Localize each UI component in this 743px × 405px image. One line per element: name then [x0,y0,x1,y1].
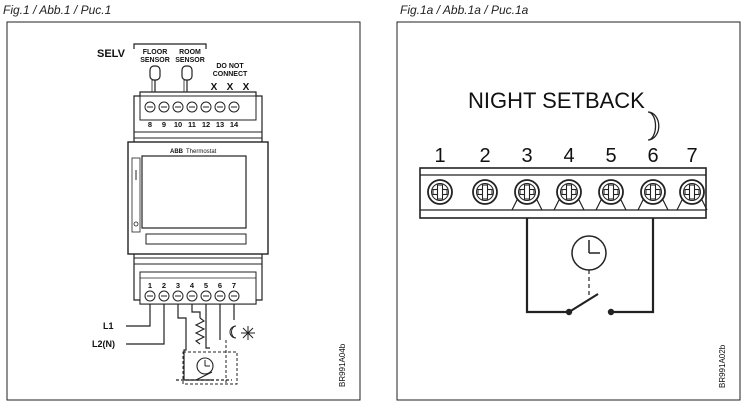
top-terminal-screw [186,101,198,113]
device-display [141,155,247,229]
figure-left-frame [6,21,361,401]
bottom-terminal-screw [144,290,156,302]
bottom-terminal-screw [214,290,226,302]
do-not-connect-label-1: DO NOT [216,63,244,70]
timer-clock-icon [571,235,607,271]
moon-icon [229,325,237,339]
right-terminal-3-label: 3 [521,145,532,167]
bottom-terminal-screw [200,290,212,302]
bottom-terminal-screw [158,290,170,302]
bottom-terminal-screws [144,290,240,302]
left-timer-switch [182,340,238,385]
figure-right-frame [396,21,741,401]
selv-bracket [133,43,207,49]
terminal-14-label: 14 [230,120,239,129]
bottom-terminal-screw [228,290,240,302]
terminal-11-label: 11 [188,120,196,129]
top-terminal-screws [144,101,240,113]
top-terminal-screw [144,101,156,113]
right-terminal-6-label: 6 [647,145,658,167]
right-terminal-2-label: 2 [479,145,490,167]
l2-label: L2(N) [92,339,115,349]
device-name: Thermostat [186,149,217,155]
terminal-12-label: 12 [202,120,210,129]
switch-contact-left [565,308,573,316]
top-terminal-screw [200,101,212,113]
right-terminal-1-label: 1 [434,145,445,167]
device-brand: ABB [170,149,184,155]
terminal-5-label: 5 [204,281,208,290]
terminal-8-label: 8 [148,120,152,129]
right-terminal-screw [637,179,669,211]
switch-contact-right [607,308,615,316]
terminal-2-label: 2 [162,281,166,290]
right-terminal-screw [472,179,498,205]
figure-right: NIGHT SETBACK 1 2 3 4 5 6 7 [396,21,741,401]
moon-icon [647,111,660,141]
terminal-10-label: 10 [174,120,182,129]
room-sensor-probe [181,65,193,98]
figure-caption-left: Fig.1 / Abb.1 / Рис.1 [3,3,112,17]
timer-clock-icon [196,357,214,375]
terminal-4-label: 4 [190,281,195,290]
right-terminal-screw [676,179,708,211]
x-mark-14: X [243,82,250,93]
terminal-3-label: 3 [176,281,180,290]
x-mark-12: X [211,82,218,93]
right-terminal-7-label: 7 [686,145,697,167]
terminal-6-label: 6 [218,281,222,290]
right-terminal-numbers: 1 2 3 4 5 6 7 [434,145,697,167]
left-wiring [126,304,235,381]
room-sensor-label-2: SENSOR [175,57,205,64]
right-terminal-4-label: 4 [563,145,574,167]
floor-sensor-label-2: SENSOR [140,57,170,64]
resistor-icon [194,317,206,345]
right-wiring [525,218,655,314]
right-terminal-screw [427,179,453,205]
night-setback-title: NIGHT SETBACK [468,88,645,113]
floor-sensor-probe [149,65,161,98]
right-terminal-block [419,167,708,219]
terminal-13-label: 13 [216,120,224,129]
do-not-connect-label-2: CONNECT [213,71,248,78]
thermostat-device: 8 9 10 11 12 13 14 ABB Thermostat [127,91,269,305]
right-terminal-5-label: 5 [605,145,616,167]
terminal-1-label: 1 [148,281,152,290]
bottom-terminal-screw [172,290,184,302]
top-terminal-screw [172,101,184,113]
top-terminal-screw [158,101,170,113]
right-terminal-screws [427,179,708,211]
top-terminal-screw [228,101,240,113]
room-sensor-label-1: ROOM [179,49,201,56]
top-terminal-screw [214,101,226,113]
x-mark-13: X [227,82,234,93]
right-terminal-screw [511,179,543,211]
right-terminal-screw [595,179,627,211]
floor-sensor-label-1: FLOOR [143,49,168,56]
terminal-7-label: 7 [232,281,236,290]
right-terminal-screw [553,179,585,211]
snowflake-icon [241,326,255,340]
ref-code-right: BR991A02b [718,344,727,388]
selv-label: SELV [97,48,126,60]
bottom-terminal-numbers: 1 2 3 4 5 6 7 [148,281,236,290]
ref-code-left: BR991A04b [338,343,347,387]
figure-caption-right: Fig.1a / Abb.1a / Рис.1a [400,3,529,17]
terminal-9-label: 9 [162,120,166,129]
top-terminal-numbers: 8 9 10 11 12 13 14 [148,120,239,129]
figure-left: SELV FLOOR SENSOR ROOM SENSOR DO NOT CON… [6,21,361,401]
l1-label: L1 [103,321,114,331]
bottom-terminal-screw [186,290,198,302]
